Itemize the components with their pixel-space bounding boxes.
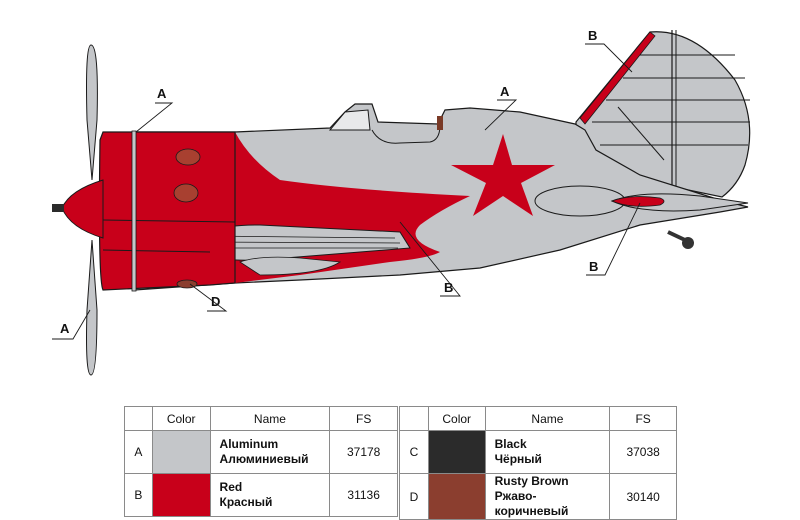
header-color: Color (427, 406, 486, 431)
tail-fin-rudder (575, 30, 751, 200)
engine-cowling (98, 130, 236, 292)
color-swatch-red (151, 473, 211, 517)
callout-leader-lines (52, 43, 641, 340)
propeller (86, 44, 98, 376)
propeller-spinner (61, 179, 104, 239)
callout-b-stabilizer: B (589, 259, 599, 274)
horizontal-stabilizer (534, 185, 749, 217)
legend-code: A (124, 430, 153, 474)
legend-code: D (399, 473, 429, 520)
legend-header-row: Color Name FS (124, 406, 398, 431)
header-label (124, 406, 153, 431)
fs-number: 30140 (609, 473, 677, 520)
header-fs: FS (329, 406, 398, 431)
cowling-ring (131, 130, 137, 292)
header-name: Name (484, 406, 611, 431)
aircraft-profile-drawing (52, 30, 751, 376)
tail-wheel (667, 230, 694, 249)
callout-a-propeller: A (60, 321, 70, 336)
callout-d-exhaust: D (211, 294, 221, 309)
red-star-insignia (451, 134, 555, 216)
header-name: Name (209, 406, 331, 431)
legend-code: B (124, 473, 153, 517)
callout-b-fin-leading-edge: B (588, 28, 598, 43)
callout-a-fuselage: A (500, 84, 510, 99)
color-swatch-aluminum (151, 430, 211, 474)
legend-code: C (399, 430, 429, 474)
fs-number: 37038 (609, 430, 677, 474)
fs-number: 31136 (329, 473, 398, 517)
header-fs: FS (609, 406, 677, 431)
fs-number: 37178 (329, 430, 398, 474)
header-label (399, 406, 429, 431)
color-swatch-rusty-brown (427, 473, 486, 520)
canopy (328, 109, 371, 131)
header-color: Color (151, 406, 211, 431)
legend-header-row: Color Name FS (399, 406, 677, 431)
color-swatch-black (427, 430, 486, 474)
callout-b-fuselage-flash: B (444, 280, 454, 295)
callout-a-cowling-ring: A (157, 86, 167, 101)
